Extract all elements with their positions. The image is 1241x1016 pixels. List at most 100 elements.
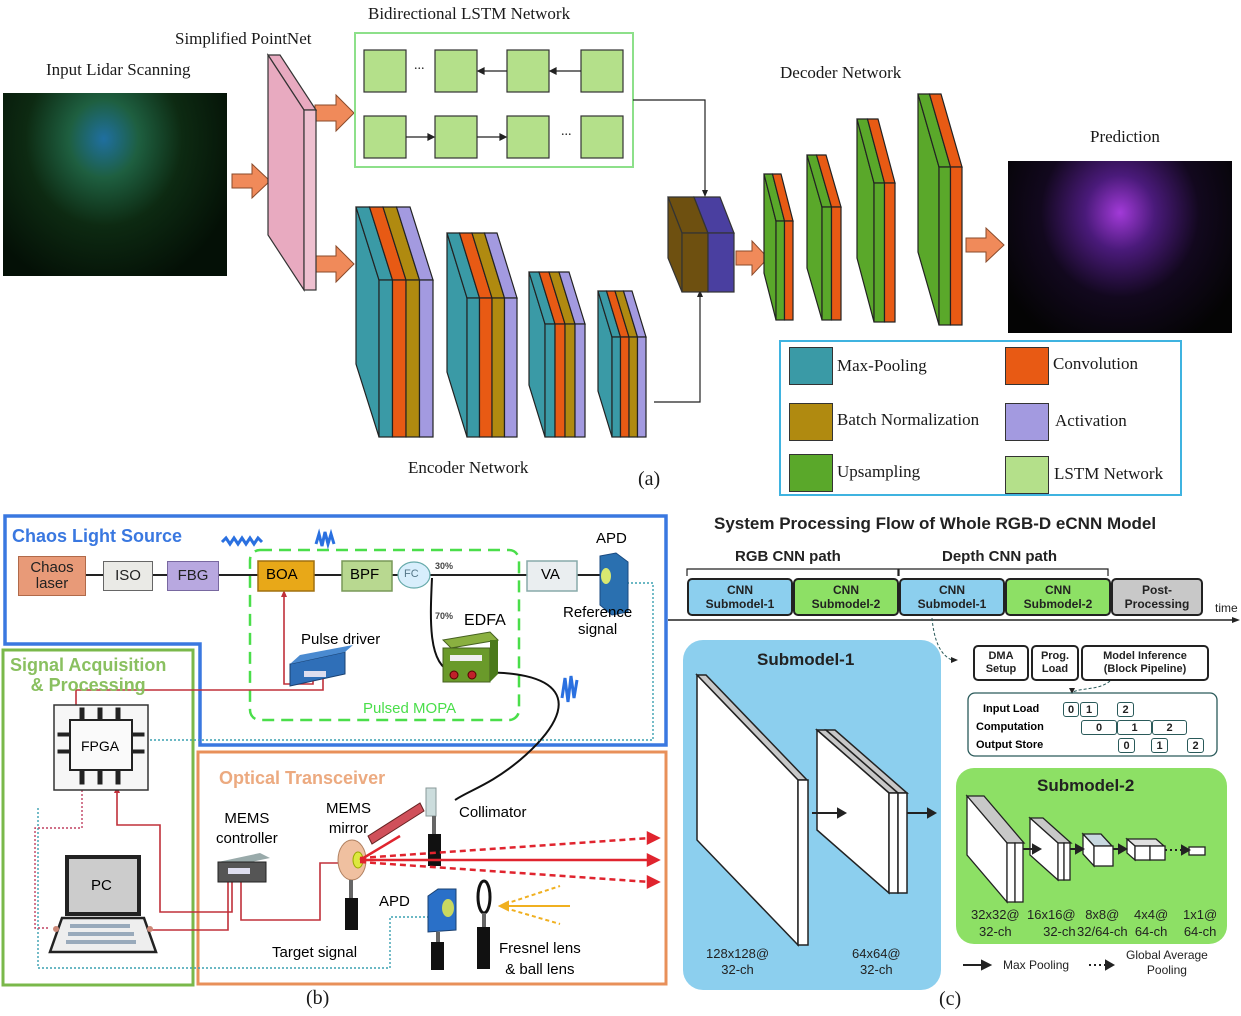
layer-front-face <box>883 182 896 323</box>
fbg-box: FBG <box>167 561 219 591</box>
arrow-decoder-to-prediction <box>965 226 1005 264</box>
layer-front-face <box>873 182 886 323</box>
caption-a: (a) <box>638 468 661 490</box>
encoder-block-1 <box>355 206 434 438</box>
pointnet-label: Simplified PointNet <box>175 29 312 48</box>
input-lidar-label: Input Lidar Scanning <box>46 60 191 79</box>
layer-channels: 32-ch <box>860 962 893 977</box>
chaos-laser-line1: Chaos <box>30 558 74 576</box>
decoder-block-2 <box>806 154 842 321</box>
reference-line2: signal <box>578 621 618 638</box>
signal-title-line2: & Processing <box>30 675 146 695</box>
stage-line1: DMA <box>988 649 1014 662</box>
target-signal-label: Target signal <box>272 944 358 961</box>
submodel2-layer-label: 4x4@64-ch <box>1134 906 1168 940</box>
layer-channels: 32-ch <box>979 924 1012 939</box>
compute-block: 2 <box>1152 720 1187 735</box>
decoder-label: Decoder Network <box>780 63 902 82</box>
fresnel-lens-label: Fresnel lens & ball lens <box>499 938 581 980</box>
mems-controller-line2: controller <box>216 830 278 847</box>
flow-line2: Submodel-2 <box>811 597 881 611</box>
submodel2-layer-label: 16x16@32-ch <box>1027 906 1076 940</box>
flow-line1: CNN <box>938 582 965 597</box>
arrow-input-to-pointnet <box>231 162 271 200</box>
legend-a: Max-Pooling Convolution Batch Normalizat… <box>779 340 1182 496</box>
caption-b: (b) <box>306 987 330 1009</box>
mems-mirror-label: MEMS mirror <box>326 799 371 839</box>
depth-path-label: Depth CNN path <box>942 548 1057 565</box>
submodel1-layer-label: 64x64@32-ch <box>852 946 901 978</box>
boa-label: BOA <box>266 566 298 583</box>
encoder-block-3 <box>528 271 586 438</box>
mems-controller-device <box>217 853 270 883</box>
layer-front-face <box>503 297 518 438</box>
gap-line2: Pooling <box>1146 963 1187 977</box>
input-lidar-image <box>3 93 227 276</box>
lstm-cells <box>363 49 624 159</box>
submodel2-layers <box>965 794 1206 904</box>
mems-controller-label: MEMS controller <box>216 809 278 849</box>
fc-ellipse <box>397 561 431 589</box>
flow-line1: Post- <box>1141 582 1172 597</box>
stage-line2: Setup <box>985 663 1017 675</box>
edfa-label: EDFA <box>464 612 506 629</box>
caption-c: (c) <box>939 988 962 1010</box>
stage-prog-load: Prog.Load <box>1031 645 1079 681</box>
fresnel-lens-device <box>476 879 492 969</box>
submodel1-title: Submodel-1 <box>757 650 855 669</box>
va-box <box>526 560 578 592</box>
layer-size: 8x8@ <box>1085 907 1120 922</box>
signal-title-line1: Signal Acquisition <box>10 655 167 675</box>
chaos-laser-line2: laser <box>35 575 69 592</box>
legend-label: Upsampling <box>837 462 921 481</box>
optical-transceiver-title: Optical Transceiver <box>219 768 386 788</box>
layer-front-face <box>636 336 647 438</box>
pulse-driver-label: Pulse driver <box>301 631 381 648</box>
pipeline-row-computation: Computation <box>976 721 1044 733</box>
output-block: 0 <box>1118 738 1135 753</box>
decoder-block-1 <box>763 173 794 321</box>
network-diagram <box>231 32 1005 438</box>
stage-model-inference: Model Inference(Block Pipeline) <box>1081 645 1209 681</box>
legend-label: LSTM Network <box>1054 464 1164 483</box>
arrow-pointnet-to-encoder <box>314 244 355 284</box>
encoder-label: Encoder Network <box>408 458 529 477</box>
compute-block: 1 <box>1117 720 1152 735</box>
submodel2-layer-label: 1x1@64-ch <box>1183 906 1217 940</box>
layer-channels: 32/64-ch <box>1077 924 1128 939</box>
optical-region-border <box>196 750 668 986</box>
compute-block: 0 <box>1081 720 1117 735</box>
legend-swatch-lstm <box>1005 456 1049 494</box>
layer-front-face <box>949 166 963 326</box>
encoder-block-4 <box>597 290 647 438</box>
mems-controller-line1: MEMS <box>224 810 270 827</box>
layer-front-face <box>783 220 794 321</box>
boa-box <box>257 560 315 592</box>
pct-30-label: 30% <box>435 561 454 571</box>
submodel1-panel <box>683 640 941 990</box>
pipeline-row-input-load: Input Load <box>983 703 1040 715</box>
gap-line1: Global Average <box>1126 948 1208 962</box>
prediction-label: Prediction <box>1090 127 1160 146</box>
legend-max-pooling: Max Pooling <box>1003 958 1070 972</box>
decoder-blocks <box>763 93 963 326</box>
flow-title: System Processing Flow of Whole RGB-D eC… <box>714 514 1157 533</box>
flow-line2: Submodel-1 <box>705 597 775 611</box>
legend-swatch-batch-norm <box>789 403 833 441</box>
apd-bottom-device <box>427 888 457 970</box>
fc-label: FC <box>404 568 419 580</box>
pulsed-mopa-label: Pulsed MOPA <box>363 700 457 717</box>
legend-swatch-activation <box>1005 403 1049 441</box>
va-label: VA <box>541 566 560 583</box>
mems-mirror-line2: mirror <box>328 820 369 837</box>
layer-channels: 64-ch <box>1134 924 1168 939</box>
legend-swatch-convolution <box>1005 347 1049 385</box>
pipeline-row-output-store: Output Store <box>976 739 1044 751</box>
layer-front-face <box>775 220 786 321</box>
chaos-light-source-title: Chaos Light Source <box>12 526 183 546</box>
mopa-border <box>248 548 521 722</box>
reference-signal-label: Reference signal <box>563 604 632 638</box>
